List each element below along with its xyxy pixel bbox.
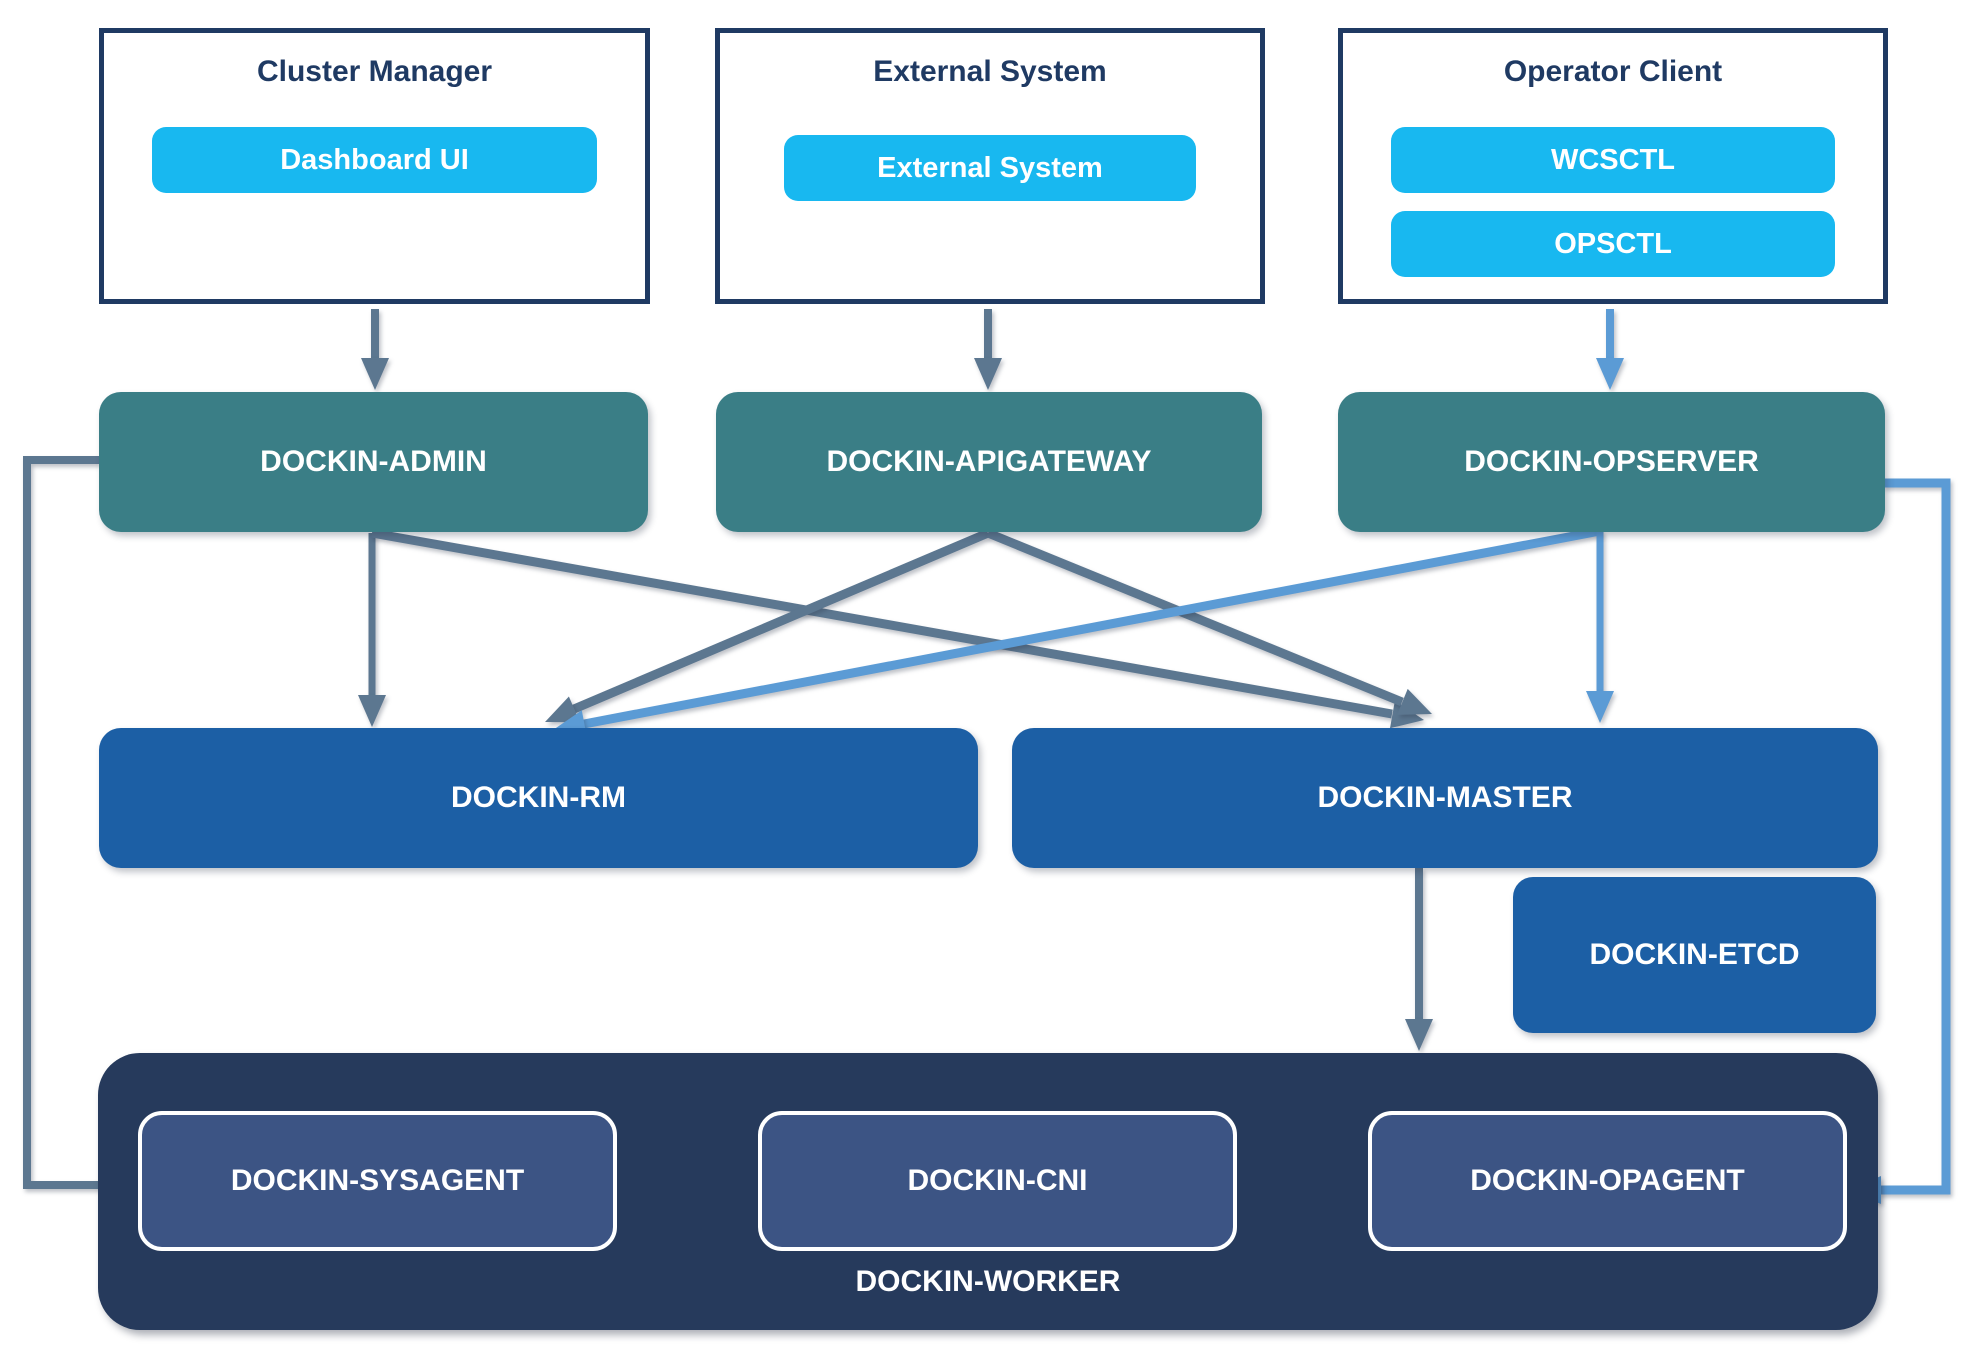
arrow-apigateway-to-rm xyxy=(545,528,990,723)
dockin-apigateway-node: DOCKIN-APIGATEWAY xyxy=(716,392,1262,532)
arrow-opserver-to-master xyxy=(1586,531,1614,723)
dockin-opagent-node: DOCKIN-OPAGENT xyxy=(1368,1111,1847,1251)
arrow-master-to-worker xyxy=(1405,868,1433,1051)
external-system-group: External System External System xyxy=(715,28,1265,304)
wcsctl-node: WCSCTL xyxy=(1391,127,1835,193)
dockin-etcd-node: DOCKIN-ETCD xyxy=(1513,877,1876,1033)
arrow-operator-client-to-opserver xyxy=(1596,309,1624,390)
dashboard-ui-node: Dashboard UI xyxy=(152,127,597,193)
operator-client-group: Operator Client WCSCTL OPSCTL xyxy=(1338,28,1888,304)
dockin-rm-node: DOCKIN-RM xyxy=(99,728,978,868)
dockin-opserver-node: DOCKIN-OPSERVER xyxy=(1338,392,1885,532)
arrow-cluster-manager-to-admin xyxy=(361,309,389,390)
dockin-cni-node: DOCKIN-CNI xyxy=(758,1111,1237,1251)
external-system-title: External System xyxy=(873,55,1107,88)
opsctl-node: OPSCTL xyxy=(1391,211,1835,277)
arrow-apigateway-to-master xyxy=(986,528,1432,715)
arrow-admin-to-master xyxy=(371,528,1424,729)
dockin-master-node: DOCKIN-MASTER xyxy=(1012,728,1878,868)
operator-client-title: Operator Client xyxy=(1503,55,1723,88)
cluster-manager-group: Cluster Manager Dashboard UI xyxy=(99,28,650,304)
dockin-worker-group: DOCKIN-SYSAGENT DOCKIN-CNI DOCKIN-OPAGEN… xyxy=(98,1053,1878,1330)
dockin-admin-node: DOCKIN-ADMIN xyxy=(99,392,648,532)
arrow-admin-to-rm xyxy=(358,533,386,727)
dockin-worker-label: DOCKIN-WORKER xyxy=(855,1265,1121,1298)
arrow-external-system-to-apigateway xyxy=(974,309,1002,390)
cluster-manager-title: Cluster Manager xyxy=(256,55,493,88)
dockin-sysagent-node: DOCKIN-SYSAGENT xyxy=(138,1111,617,1251)
external-system-node: External System xyxy=(784,135,1196,201)
arrow-opserver-to-rm xyxy=(553,526,1601,738)
